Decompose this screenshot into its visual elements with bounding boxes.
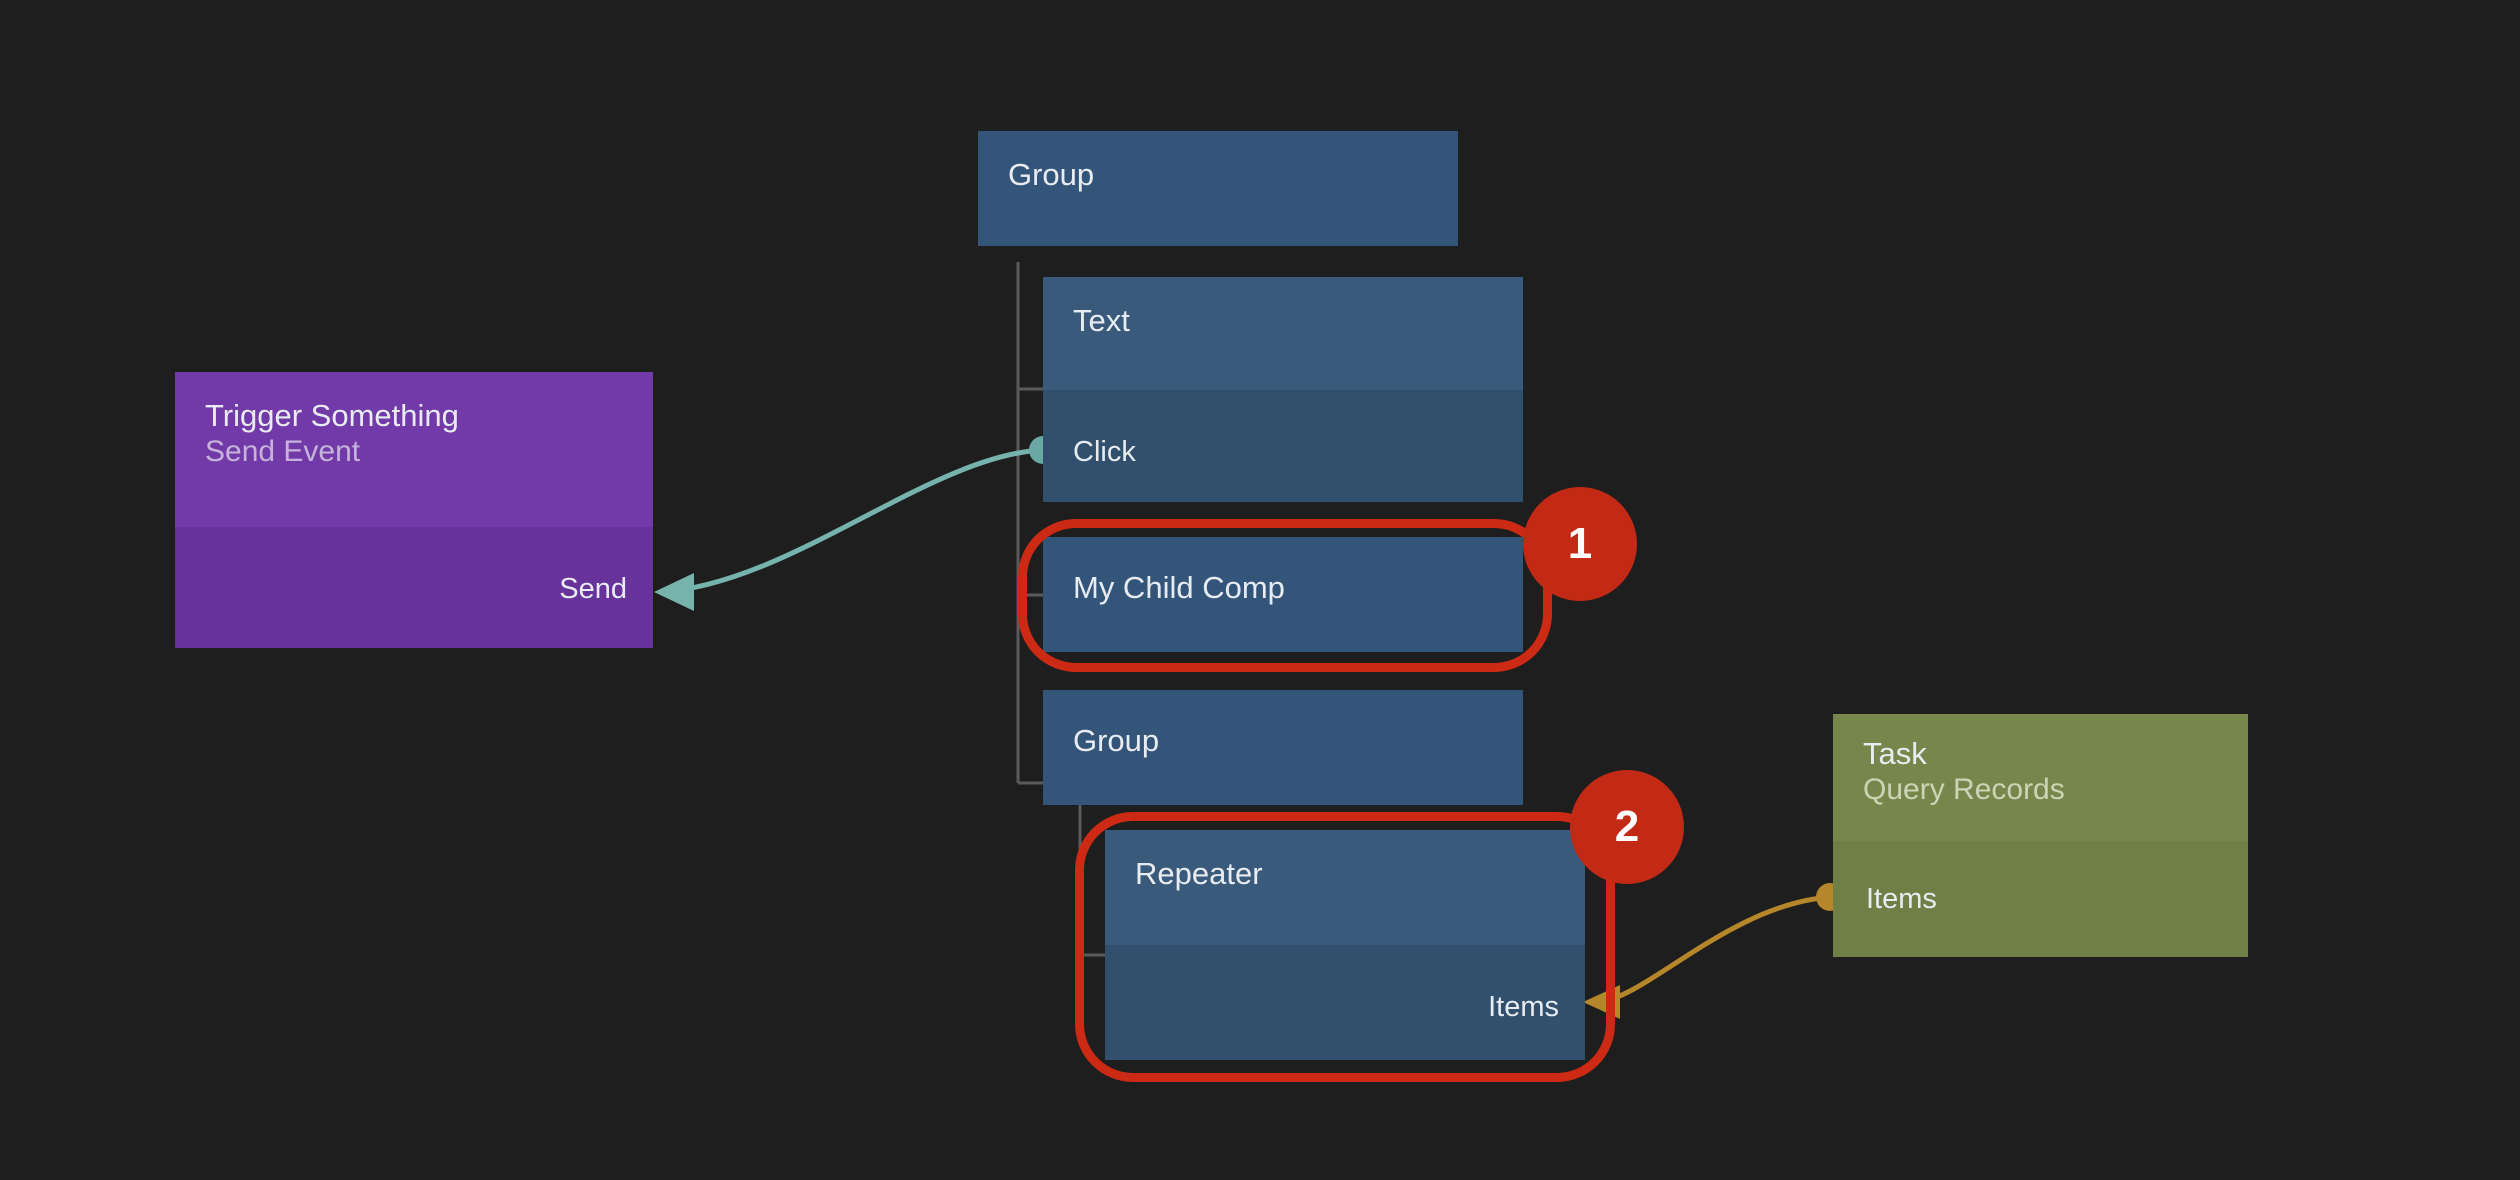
port-task-items[interactable]: Items bbox=[1866, 883, 1937, 915]
task-body: Items bbox=[1833, 841, 2248, 957]
group-child-title: Group bbox=[1073, 723, 1160, 758]
repeater-node[interactable]: Repeater Items bbox=[1105, 830, 1585, 1060]
my-child-comp-header: My Child Comp bbox=[1043, 537, 1523, 606]
group-root-node[interactable]: Group bbox=[978, 131, 1458, 246]
wire-click-to-send bbox=[654, 436, 1057, 611]
tree-connector-group bbox=[1078, 805, 1105, 957]
repeater-title: Repeater bbox=[1135, 856, 1263, 891]
text-node-title: Text bbox=[1073, 303, 1130, 338]
trigger-node[interactable]: Trigger Something Send Event Send bbox=[175, 372, 653, 648]
annotation-badge-1: 1 bbox=[1523, 487, 1637, 601]
group-root-title: Group bbox=[1008, 157, 1095, 192]
group-child-header: Group bbox=[1043, 690, 1523, 759]
port-repeater-items[interactable]: Items bbox=[1488, 991, 1559, 1023]
trigger-header: Trigger Something Send Event bbox=[175, 372, 653, 527]
group-root-body bbox=[978, 192, 1458, 246]
group-child-body bbox=[1043, 758, 1523, 805]
arrow-left-icon bbox=[1583, 985, 1620, 1019]
trigger-body: Send bbox=[175, 527, 653, 648]
text-node-body: Click bbox=[1043, 390, 1523, 502]
trigger-title: Trigger Something bbox=[205, 398, 459, 433]
text-node[interactable]: Text Click bbox=[1043, 277, 1523, 502]
port-click[interactable]: Click bbox=[1073, 436, 1136, 468]
my-child-comp-node[interactable]: My Child Comp bbox=[1043, 537, 1523, 652]
group-root-header: Group bbox=[978, 131, 1458, 193]
annotation-badge-2: 2 bbox=[1570, 770, 1684, 884]
task-node[interactable]: Task Query Records Items bbox=[1833, 714, 2248, 957]
task-subtitle: Query Records bbox=[1863, 772, 2065, 806]
repeater-header: Repeater bbox=[1105, 830, 1585, 945]
task-header: Task Query Records bbox=[1833, 714, 2248, 841]
repeater-body: Items bbox=[1105, 945, 1585, 1060]
my-child-comp-title: My Child Comp bbox=[1073, 570, 1285, 605]
group-child-node[interactable]: Group bbox=[1043, 690, 1523, 805]
arrow-left-icon bbox=[654, 573, 694, 611]
task-title: Task bbox=[1863, 736, 1927, 771]
port-send[interactable]: Send bbox=[559, 573, 627, 605]
wire-task-items-to-repeater-items bbox=[1583, 883, 1844, 1019]
trigger-subtitle: Send Event bbox=[205, 434, 361, 468]
my-child-comp-body bbox=[1043, 605, 1523, 652]
text-node-header: Text bbox=[1043, 277, 1523, 390]
